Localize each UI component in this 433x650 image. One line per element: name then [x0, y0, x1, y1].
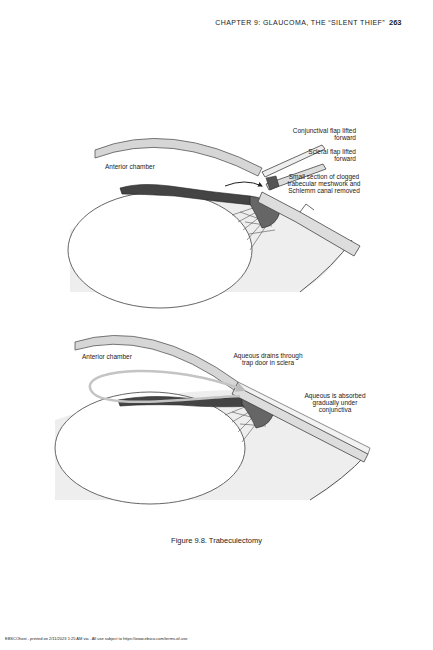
flow-label: Aqueous is absorbed gradually under conj…: [296, 392, 374, 413]
region-label: Anterior chamber: [105, 163, 185, 170]
region-label: Anterior chamber: [82, 353, 162, 360]
figure-caption: Figure 9.8. Trabeculectomy: [0, 537, 433, 545]
watermark: EBSCOhost - printed on 2/11/2023 1:25 AM…: [5, 637, 187, 641]
page-number: 263: [389, 19, 419, 27]
flow-label: Aqueous drains through trap door in scle…: [228, 352, 308, 366]
top-figure: [68, 138, 360, 308]
part-label: Small section of clogged trabecular mesh…: [282, 173, 366, 194]
part-label: Scleral flap lifted forward: [290, 148, 356, 162]
part-label: Conjunctival flap lifted forward: [290, 127, 356, 141]
bottom-figure: [55, 335, 370, 504]
running-head: CHAPTER 9: GLAUCOMA, THE “SILENT THIEF”: [55, 19, 385, 27]
